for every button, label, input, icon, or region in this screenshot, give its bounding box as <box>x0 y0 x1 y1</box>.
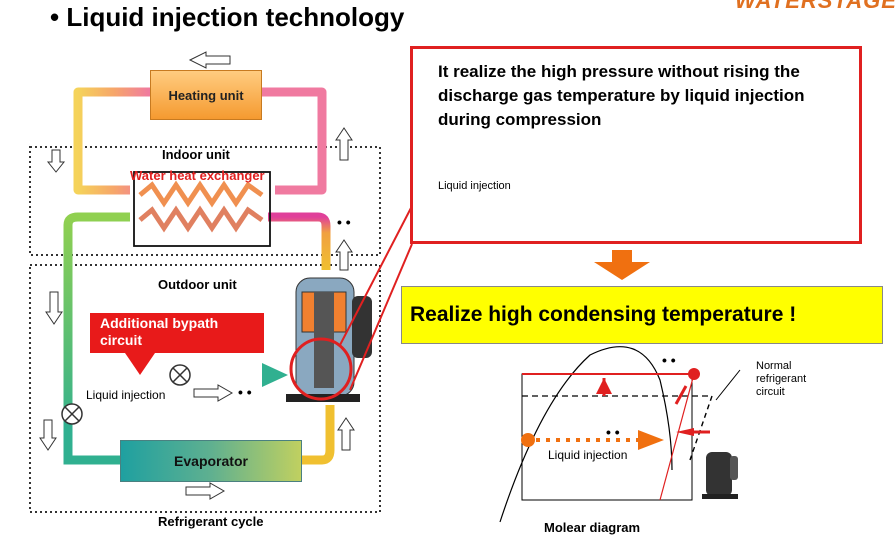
heat-exchanger-box <box>133 171 271 247</box>
pipe-from-heating <box>260 87 327 195</box>
brand-logo: WATERSTAGE <box>735 0 896 13</box>
flow-arrow-right-icon-2 <box>193 384 234 402</box>
callout-line-top <box>339 205 413 346</box>
valve-icon-main <box>61 403 83 425</box>
flow-arrow-up-icon-3 <box>337 417 355 451</box>
liquid-injection-label: Liquid injection <box>86 388 166 402</box>
flow-arrow-down-icon <box>46 149 66 173</box>
title-text: Liquid injection technology <box>66 2 405 32</box>
outdoor-unit-label: Outdoor unit <box>158 277 237 292</box>
flow-arrow-down-icon-3 <box>39 419 57 451</box>
indoor-unit-box <box>29 146 381 256</box>
temp-arrow-icon <box>674 385 688 405</box>
compressor-highlight <box>289 337 353 401</box>
callout-text: It realize the high pressure without ris… <box>438 62 805 129</box>
dots-right: • • <box>337 214 351 230</box>
temp-left-arrow-icon <box>676 428 694 436</box>
water-heat-exchanger-label: Water heat exchanger <box>130 168 265 183</box>
flow-arrow-left-icon <box>188 51 231 69</box>
callout-box <box>410 46 862 244</box>
bypass-circuit-label: Additional bypath circuit <box>90 313 264 353</box>
evaporator: Evaporator <box>120 440 302 482</box>
pipe-from-evaporator <box>300 405 335 465</box>
callout-liquid-injection-label: Liquid injection <box>438 180 511 192</box>
flow-arrow-up-icon <box>335 127 353 161</box>
injection-point-marker <box>521 433 535 447</box>
flow-arrow-up-icon-2 <box>335 239 353 271</box>
callout-line-bottom <box>349 243 413 391</box>
normal-circuit-leader <box>715 369 741 401</box>
normal-compression-line <box>689 395 713 461</box>
result-arrow-icon <box>594 250 650 280</box>
saturation-dome <box>499 346 673 523</box>
hx-zigzag-bottom <box>138 205 264 233</box>
outdoor-unit-box <box>29 264 381 513</box>
flow-arrow-down-icon-2 <box>45 291 63 325</box>
molear-diagram <box>499 346 741 523</box>
pipe-to-heating <box>73 87 150 195</box>
hx-zigzag-top <box>138 180 264 208</box>
indoor-unit-label: Indoor unit <box>162 147 230 162</box>
injection-arrowhead <box>262 363 288 387</box>
valve-icon-injection <box>169 364 191 386</box>
pipe-right-vertical <box>268 212 331 270</box>
dots-mid: • • <box>606 424 620 440</box>
bypass-pointer <box>125 353 155 375</box>
flow-arrow-right-icon <box>185 482 226 500</box>
result-banner: Realize high condensing temperature ! <box>401 286 883 344</box>
diagram-liquid-injection-label: Liquid injection <box>548 448 628 462</box>
normal-circuit-label: Normal refrigerant circuit <box>756 360 807 398</box>
compressor-thumbnail-icon <box>702 452 738 499</box>
dots-top: • • <box>662 352 676 368</box>
dots-injection: • • <box>238 384 252 400</box>
injection-compression-line <box>659 373 695 501</box>
slide-title: • Liquid injection technology <box>50 2 404 33</box>
molear-diagram-caption: Molear diagram <box>544 520 641 535</box>
pipe-left-vertical <box>63 212 130 440</box>
heating-unit: Heating unit <box>150 70 262 120</box>
injection-arrow-icon <box>638 430 664 450</box>
refrigerant-cycle-caption: Refrigerant cycle <box>158 514 264 529</box>
title-bullet: • <box>50 2 60 32</box>
pipe-to-evaporator <box>63 420 120 465</box>
